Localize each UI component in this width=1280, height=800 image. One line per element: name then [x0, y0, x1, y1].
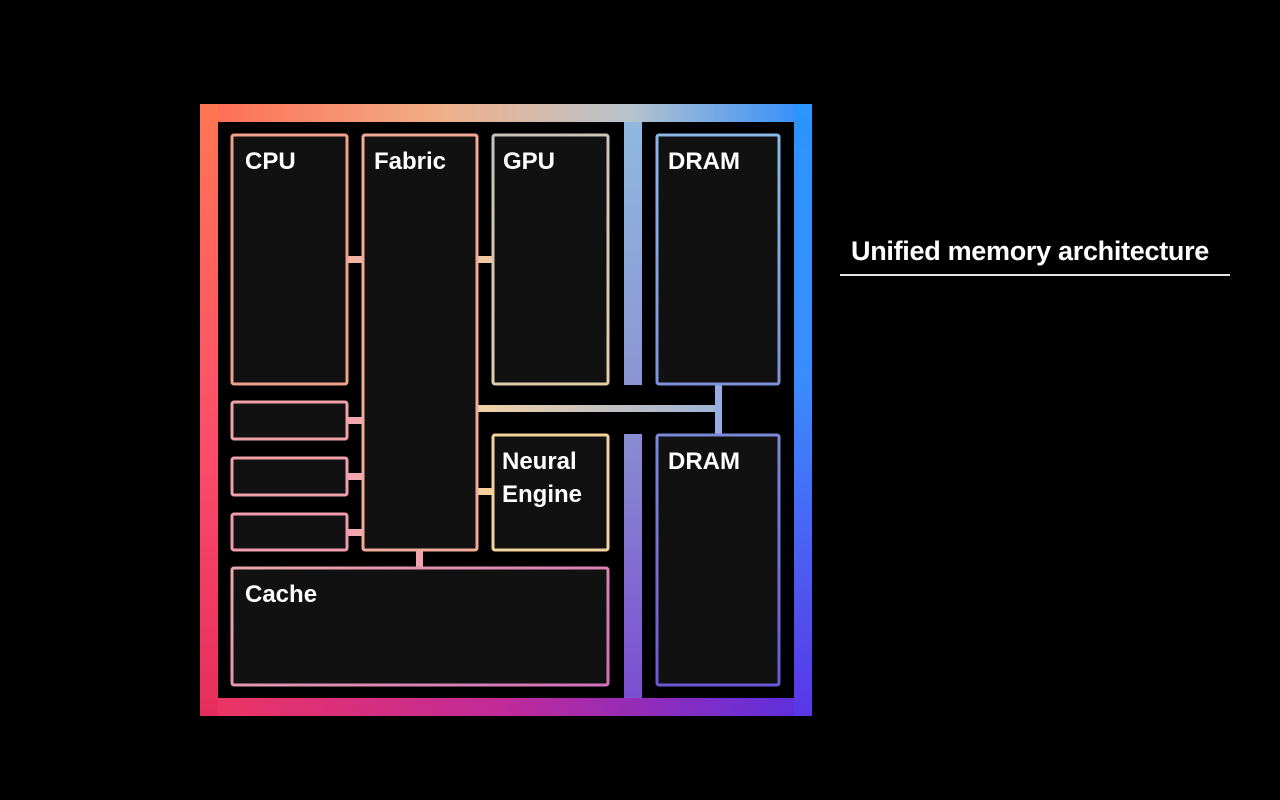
cache-block — [230, 566, 610, 687]
small-block-3 — [230, 512, 349, 552]
block2-fabric-link — [346, 473, 364, 480]
fabric-block — [361, 133, 479, 552]
small-block-1 — [230, 400, 349, 441]
caption: Unified memory architecture — [840, 234, 1230, 276]
gpu-block — [491, 133, 610, 386]
dram-block-bottom — [655, 433, 781, 687]
block3-fabric-link — [346, 529, 364, 536]
dram-top-label: DRAM — [668, 148, 740, 175]
cpu-label: CPU — [245, 148, 296, 175]
fabric-cache-link — [416, 550, 423, 568]
fabric-gpu-link — [476, 256, 494, 263]
fabric-label: Fabric — [374, 148, 446, 175]
cpu-block — [230, 133, 349, 386]
interconnects — [346, 256, 722, 568]
dram-block-top — [655, 133, 781, 386]
caption-text: Unified memory architecture — [851, 236, 1210, 266]
memory-bus-dram-link — [715, 383, 722, 436]
memory-bus — [478, 405, 722, 412]
fabric-neural-link — [476, 488, 494, 495]
cache-label: Cache — [245, 581, 317, 608]
neural-engine-block — [491, 433, 610, 552]
cpu-fabric-link — [346, 256, 364, 263]
gpu-label: GPU — [503, 148, 555, 175]
dram-bottom-label: DRAM — [668, 448, 740, 475]
small-block-2 — [230, 456, 349, 497]
package-frame — [200, 104, 812, 716]
block1-fabric-link — [346, 417, 364, 424]
neural-engine-label-line1: Neural — [502, 448, 577, 475]
neural-engine-label-line2: Engine — [502, 481, 582, 508]
